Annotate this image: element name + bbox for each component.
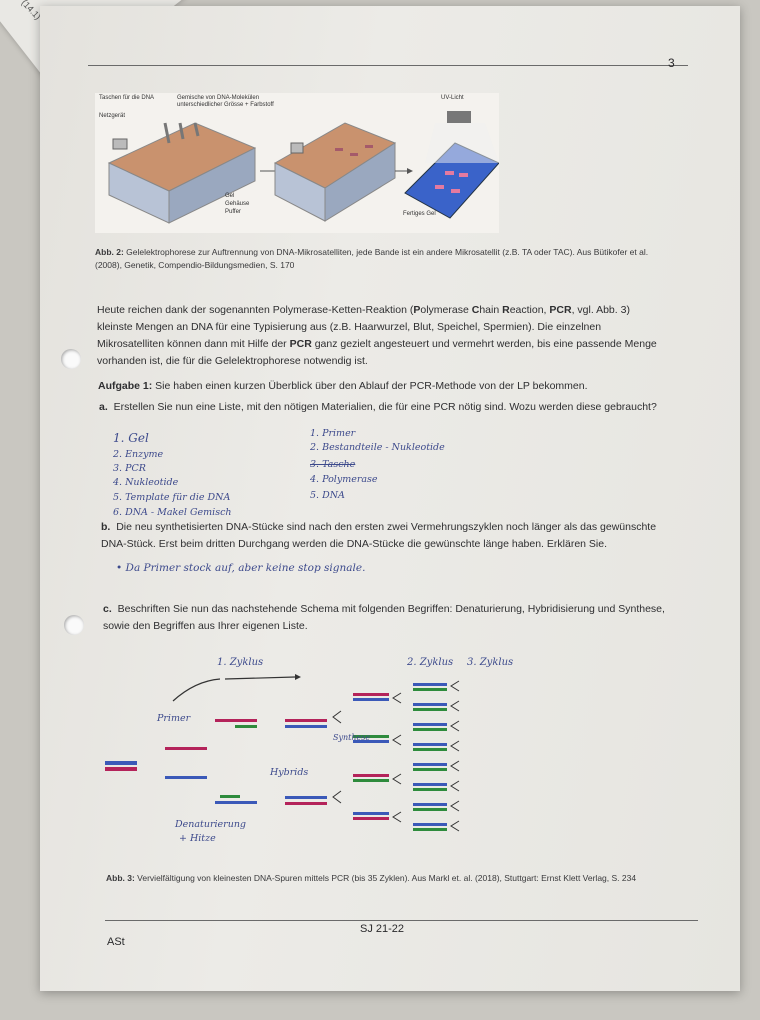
label-buffer: Puffer (225, 209, 241, 215)
header-rule (88, 65, 688, 66)
power-supply-icon (112, 138, 128, 150)
footer-school-year: SJ 21-22 (360, 923, 405, 935)
label-mixture-2: unterschiedlicher Grösse + Farbstoff (177, 102, 274, 108)
task1b-answer: • Da Primer stock auf, aber keine stop s… (116, 562, 366, 574)
label-pockets: Taschen für die DNA (99, 95, 155, 101)
caption-text: Gelelektrophorese zur Auftrennung von DN… (95, 247, 649, 270)
figure2-caption: Abb. 2: Gelelektrophorese zur Auftrennun… (95, 246, 655, 272)
gel-electrophoresis-figure: Taschen für die DNA Gemische von DNA-Mol… (95, 93, 499, 233)
label-housing: Gehäuse (225, 201, 250, 207)
label-gel: Gel (225, 193, 235, 199)
task1c: c. Beschriften Sie nun das nachstehende … (103, 603, 665, 632)
footer-rule (105, 920, 698, 921)
label-cycle-3: 3. Zyklus (467, 657, 514, 668)
label-hybrid: Hybrids (270, 767, 309, 778)
label-finished-gel: Fertiges Gel (403, 211, 436, 217)
caption-label: Abb. 2: (95, 247, 124, 257)
label-mixture-1: Gemische von DNA-Molekülen (177, 95, 260, 101)
label-primer: Primer (157, 713, 191, 724)
task1-heading: Aufgabe 1: Sie haben einen kurzen Überbl… (98, 380, 588, 392)
punch-hole-bottom (64, 615, 84, 635)
footer-author: ASt (107, 936, 125, 948)
pcr-scheme-figure: 1. Zyklus 2. Zyklus 3. Zyklus Primer Hyb… (95, 651, 535, 851)
pcr-diagram (105, 674, 460, 832)
label-heat: + Hitze (179, 833, 216, 844)
label-cycle-2: 2. Zyklus (407, 657, 454, 668)
worksheet-page: 3 (40, 6, 740, 991)
label-cycle-1: 1. Zyklus (217, 657, 264, 668)
intro-paragraph: Heute reichen dank der sogenannten Polym… (97, 304, 657, 367)
label-synthese: Synthese (333, 733, 371, 742)
task1b: b. Die neu synthetisierten DNA-Stücke si… (101, 521, 657, 550)
uv-lamp-icon (447, 111, 471, 123)
punch-hole-top (61, 349, 81, 369)
label-denaturation: Denaturierung (175, 819, 247, 830)
page-number: 3 (668, 56, 675, 70)
task1a: a. Erstellen Sie nun eine Liste, mit den… (99, 401, 657, 413)
label-power-supply: Netzgerät (99, 113, 126, 119)
gel-illustration (107, 111, 499, 224)
figure3-caption: Abb. 3: Vervielfältigung von kleinesten … (106, 873, 637, 883)
label-uv-light: UV-Licht (441, 95, 464, 101)
